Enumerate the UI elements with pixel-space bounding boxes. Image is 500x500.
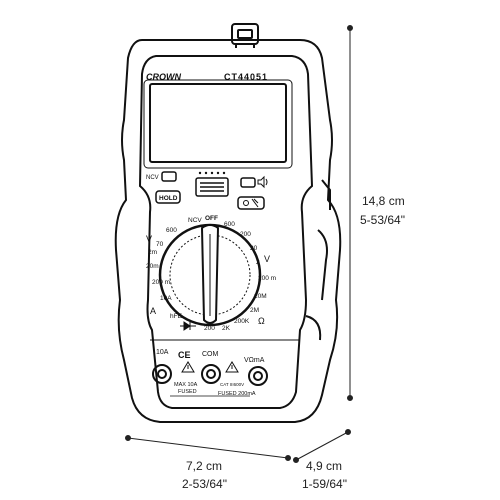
dial-label-omega: Ω [258,316,265,326]
width-inches: 2-53/64" [182,477,227,491]
model-number: CT44051 [224,72,268,82]
probe-clip [231,23,259,48]
diode-icon [180,321,196,331]
warning-icon-right [225,361,239,373]
ncv-button[interactable] [161,171,177,182]
width-cm: 7,2 cm [186,459,222,473]
dial-label-20: 20 [250,245,258,252]
speaker-icon [257,175,268,189]
terminal-label-10a: 10A [156,349,169,356]
dial-label-2m: 2M [250,307,259,314]
dial-label-20m: 20M [254,293,267,300]
dial-label-2k: 2K [222,325,231,332]
height-dimension-line [347,25,353,401]
terminal-label-vohm: VΩmA [244,357,265,364]
cat-rating: CAT III600V [220,382,244,387]
dial-label-200-right: 200 [240,231,251,238]
dial-label-off: OFF [205,215,218,222]
dial-label-70: 70 [156,241,164,248]
indicator-dots [198,171,226,175]
width-dimension-line [125,435,291,461]
terminal-10a[interactable] [152,364,172,384]
terminal-com[interactable] [201,364,221,384]
dial-label-v-right: V [264,254,270,264]
ce-mark: CE [178,350,191,360]
multimeter-body [114,39,342,423]
rotary-dial[interactable] [158,223,262,327]
dial-label-600-top: 600 [224,221,235,228]
dial-label-v-left: V [146,234,152,244]
fuse-max-10a: MAX 10A [174,382,198,388]
dial-label-hfe: hFE [170,313,183,320]
dial-labels: NCV OFF 600 600 200 70 20 2 200 m 20M 2M… [146,215,276,332]
dial-label-a: A [150,306,156,316]
dial-label-2m-a: 2m [148,249,157,256]
dial-label-200k: 200K [234,318,250,325]
dial-label-ncv: NCV [188,217,202,224]
depth-cm: 4,9 cm [306,459,342,473]
height-cm: 14,8 cm [362,194,405,208]
dial-label-2: 2 [256,259,260,266]
light-icon [243,198,259,208]
warning-icon-left [181,361,195,373]
terminal-vohm[interactable] [248,366,268,386]
lcd-screen [149,83,287,163]
dial-label-20m-a: 20m [146,263,159,270]
brand-logo: CROWN [146,72,181,82]
lcd-screen-bezel [143,79,293,169]
depth-dimension-line [293,429,351,463]
terminal-label-com: COM [202,351,219,358]
fuse-label-10a: FUSED [178,389,197,395]
dial-label-200m-v: 200 m [258,275,276,282]
dial-label-200-ohm: 200 [204,325,215,332]
fuse-label-ma: FUSED 200mA [218,391,256,397]
ncv-label: NCV [146,175,159,181]
center-grille [195,177,229,197]
light-button[interactable] [237,196,265,210]
dial-label-10a: 10A [160,295,172,302]
dial-label-200m-a: 200 m [152,279,170,286]
depth-inches: 1-59/64" [302,477,347,491]
hold-button[interactable] [155,190,181,204]
continuity-button[interactable] [240,177,256,188]
height-inches: 5-53/64" [360,213,405,227]
hold-button-label: HOLD [159,195,178,202]
dial-label-600-left: 600 [166,227,177,234]
